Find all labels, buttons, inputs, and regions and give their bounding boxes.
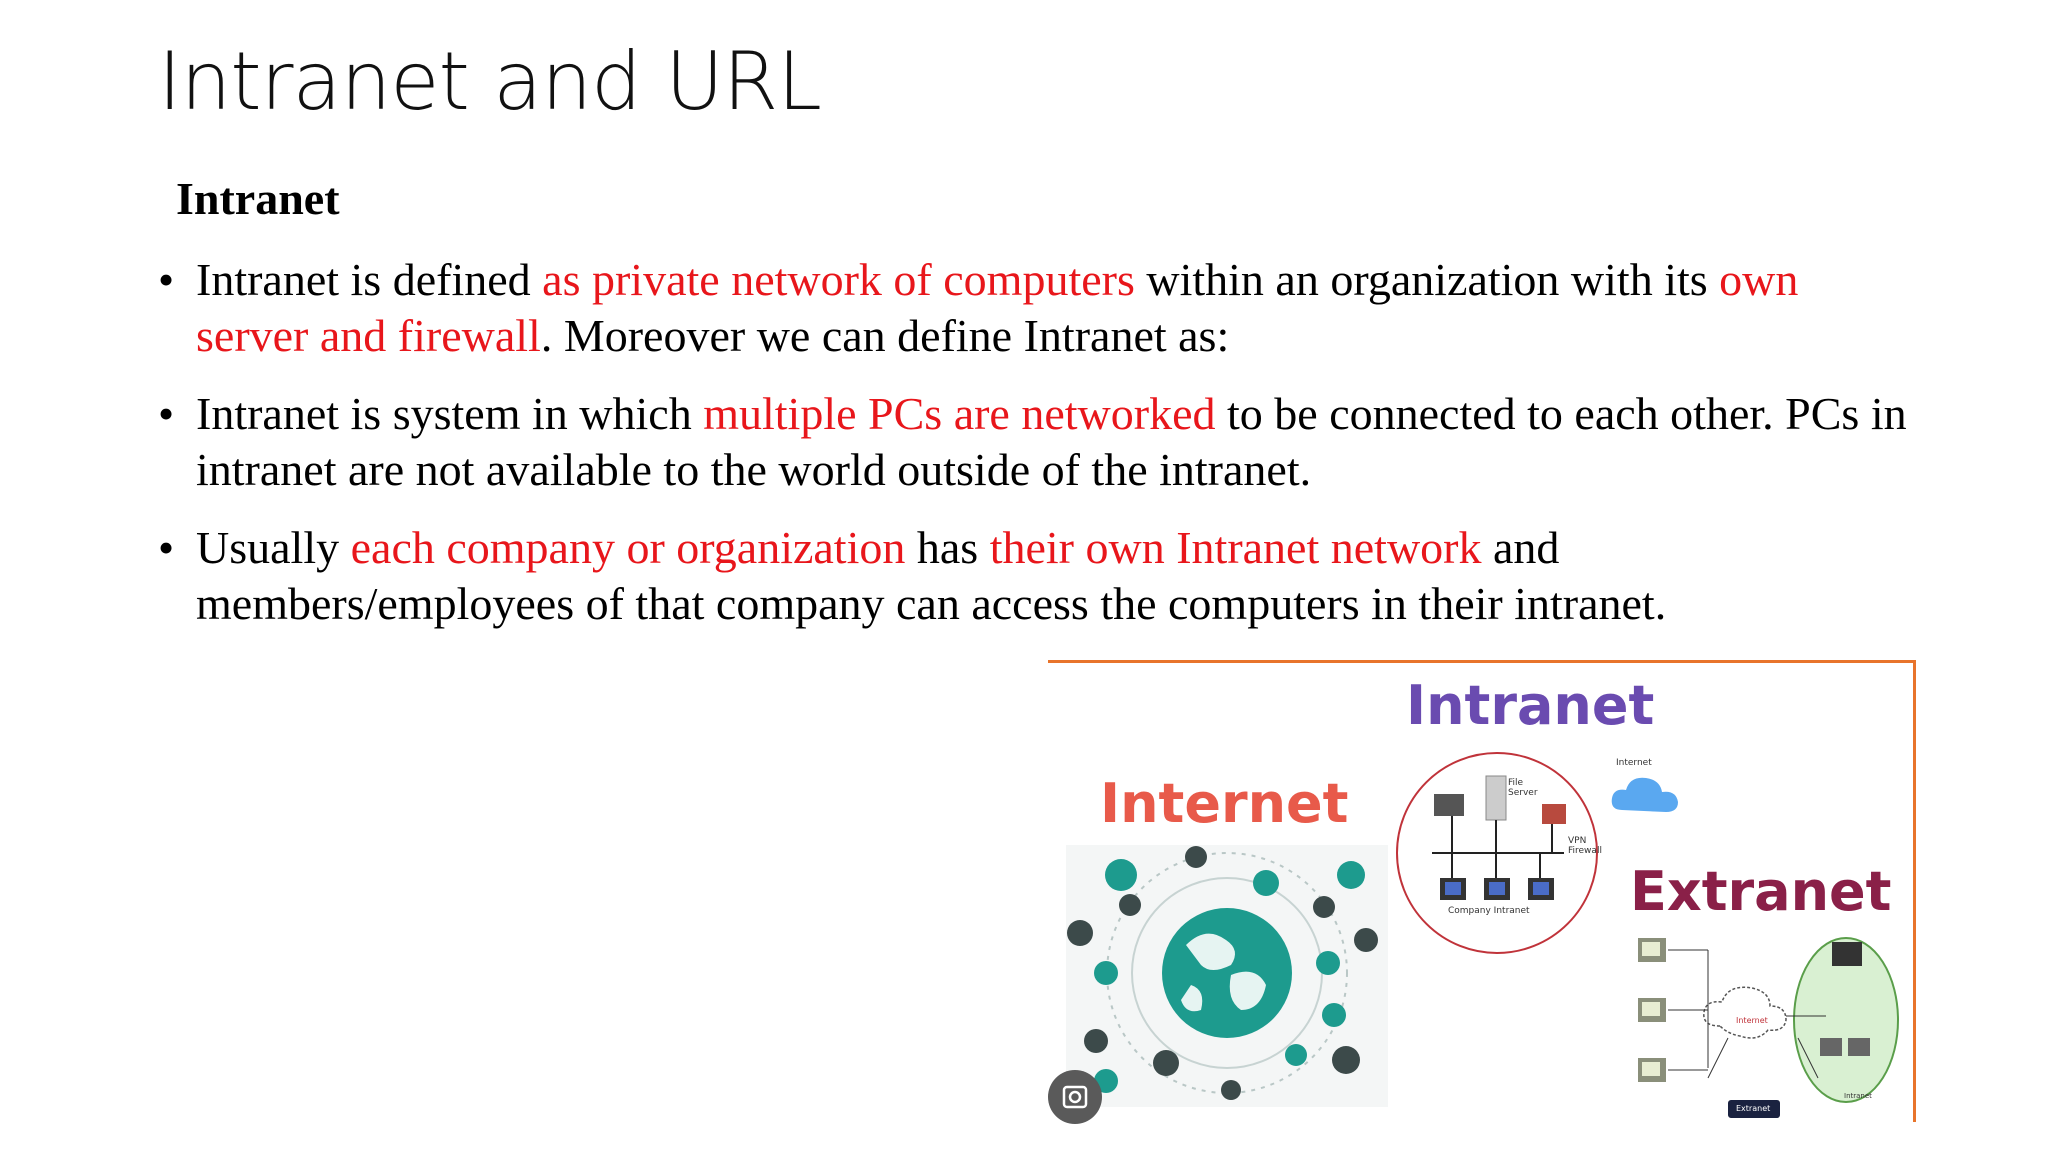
figure-label-internet: Internet [1100, 772, 1349, 835]
camera-search-icon [1062, 1085, 1088, 1109]
bullet-text: Intranet is system in which [196, 388, 704, 439]
figure-border-top [1048, 660, 1916, 663]
highlighted-text: as private network of computers [542, 254, 1135, 305]
bullet-text: Intranet is defined [196, 254, 543, 305]
company-intranet-label: Company Intranet [1448, 906, 1530, 916]
cloud-icon [1611, 777, 1678, 812]
highlighted-text: each company or organization [350, 522, 906, 573]
bullet-text: within an organization with its [1134, 254, 1720, 305]
internet-cloud-label: Internet [1616, 758, 1652, 768]
visual-search-button[interactable] [1048, 1070, 1102, 1124]
extranet-tag: Extranet [1736, 1104, 1771, 1113]
highlighted-text: their own Intranet network [989, 522, 1482, 573]
bullet-item: • Intranet is system in which multiple P… [158, 386, 1918, 498]
bullet-dot: • [158, 522, 175, 573]
network-types-figure: Intranet Internet Extranet [1048, 660, 1916, 1122]
highlighted-text: own server and firewall [196, 254, 1799, 361]
bullet-text: and members/employees of that company ca… [196, 522, 1667, 629]
intranet-tag: Intranet [1844, 1092, 1872, 1100]
bullet-dot: • [158, 254, 175, 305]
figure-border-right [1913, 660, 1916, 1122]
internet-globe-graphic [1066, 845, 1388, 1107]
bullet-text: Usually [196, 522, 351, 573]
bullet-text: has [905, 522, 990, 573]
extranet-cloud-label: Internet [1736, 1016, 1768, 1025]
extranet-network-diagram [1638, 937, 1899, 1118]
intranet-network-diagram [1396, 752, 1598, 954]
highlighted-text: multiple PCs are networked [703, 388, 1216, 439]
vpn-firewall-label: VPN Firewall [1568, 836, 1602, 856]
figure-label-extranet: Extranet [1630, 860, 1892, 923]
bullet-list: • Intranet is defined as private network… [158, 252, 1918, 654]
section-heading: Intranet [176, 173, 340, 224]
bullet-dot: • [158, 388, 175, 439]
figure-label-intranet: Intranet [1406, 674, 1655, 737]
file-server-label: File Server [1508, 778, 1538, 798]
bullet-item: • Intranet is defined as private network… [158, 252, 1918, 364]
bullet-text: to be connected to each other. PCs in in… [196, 388, 1907, 495]
bullet-item: • Usually each company or organization h… [158, 520, 1918, 632]
slide-title: Intranet and URL [158, 35, 822, 128]
bullet-text: . Moreover we can define Intranet as: [540, 310, 1230, 361]
